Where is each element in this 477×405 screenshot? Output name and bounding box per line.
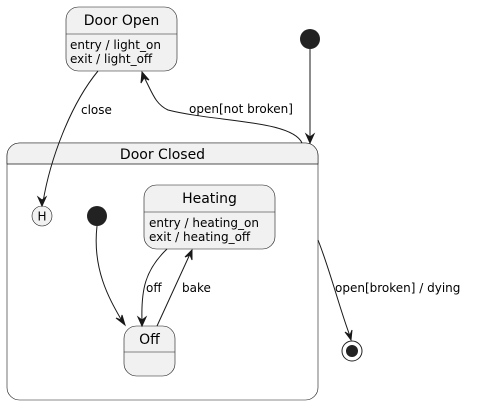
transition-bake: bake: [156, 248, 211, 327]
state-door-open-exit: exit / light_off: [70, 52, 153, 66]
inner-initial-state: [87, 206, 107, 226]
transition-open-not-broken-label: open[not broken]: [189, 102, 293, 116]
state-door-closed-title: Door Closed: [120, 147, 205, 163]
transition-off-label: off: [146, 281, 162, 295]
transition-initial-to-door-closed: [304, 49, 316, 145]
transition-off: off: [136, 248, 168, 328]
state-door-open: Door Open entry / light_on exit / light_…: [65, 6, 178, 72]
transition-open-broken-label: open[broken] / dying: [335, 281, 460, 295]
initial-state: [300, 29, 320, 49]
history-state-label: H: [37, 210, 46, 224]
state-door-open-title: Door Open: [84, 13, 160, 29]
state-heating-exit: exit / heating_off: [149, 230, 251, 244]
state-heating: Heating entry / heating_on exit / heatin…: [143, 184, 276, 250]
transition-open-not-broken: open[not broken]: [140, 70, 303, 144]
transition-close: close: [36, 70, 112, 208]
final-state: [341, 340, 363, 362]
state-heating-entry: entry / heating_on: [149, 216, 259, 230]
state-off: Off: [123, 325, 176, 377]
transition-open-broken: open[broken] / dying: [317, 239, 460, 342]
transition-close-label: close: [81, 103, 112, 117]
state-door-open-entry: entry / light_on: [70, 38, 161, 52]
transition-bake-label: bake: [182, 281, 211, 295]
state-off-title: Off: [139, 332, 160, 348]
state-heating-title: Heating: [182, 191, 237, 207]
transition-inner-initial-to-off: [95, 225, 126, 327]
history-state: H: [31, 205, 53, 227]
